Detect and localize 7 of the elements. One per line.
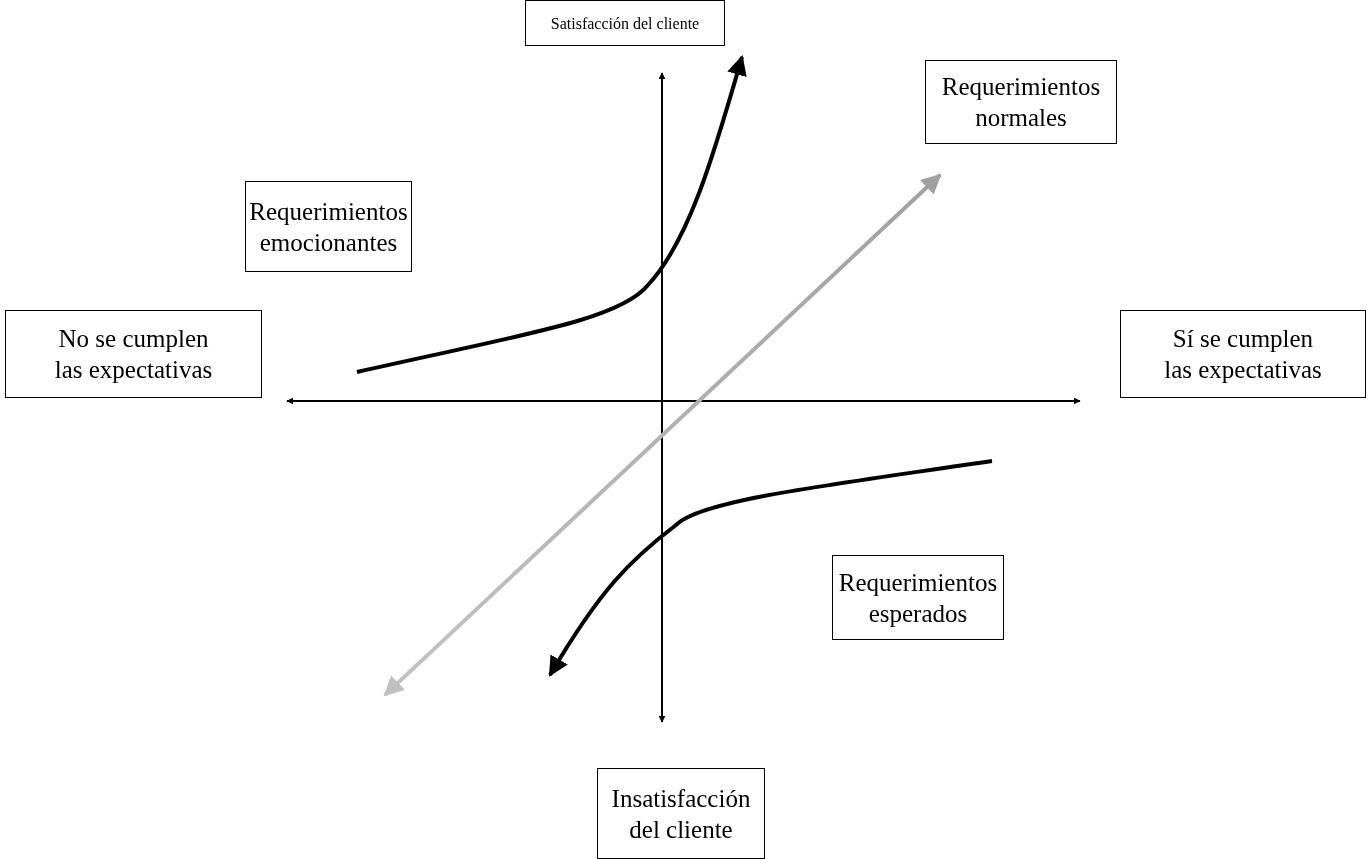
label-box: Requerimientos emocionantes <box>245 181 412 272</box>
label-box: Requerimientos normales <box>925 60 1117 144</box>
label-box: No se cumplen las expectativas <box>5 310 262 398</box>
label-box: Requerimientos esperados <box>832 555 1004 640</box>
label-box: Satisfacción del cliente <box>525 0 725 46</box>
label-box: Insatisfacción del cliente <box>597 768 765 859</box>
label-box: Sí se cumplen las expectativas <box>1120 310 1366 398</box>
